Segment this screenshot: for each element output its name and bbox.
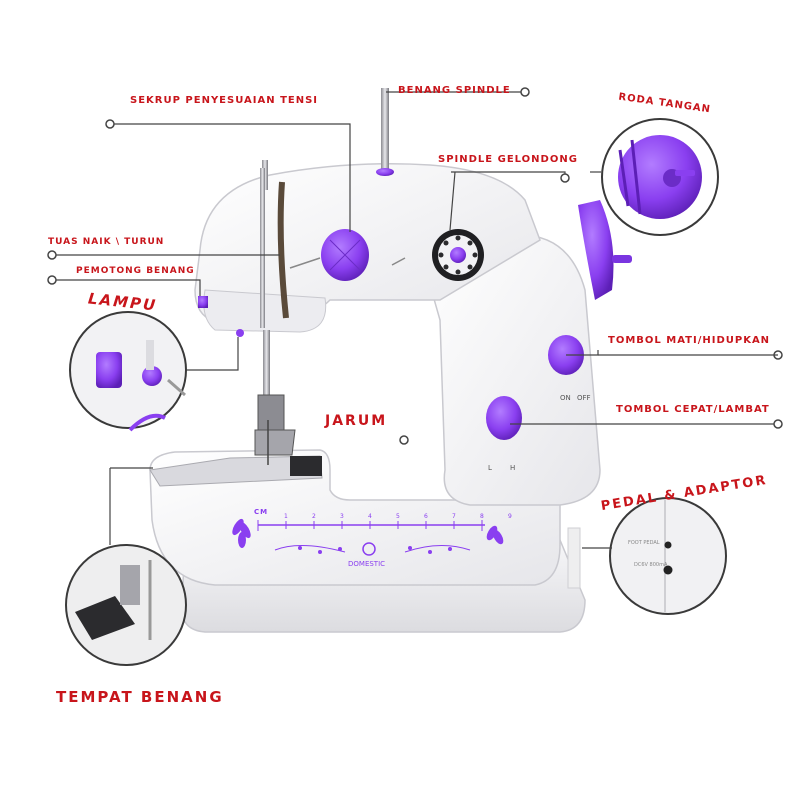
label-spindle-gelondong: SPINDLE GELONDONG — [438, 154, 578, 165]
callout-bobbin-area — [65, 544, 187, 666]
ruler-tick-label: 1 — [284, 513, 288, 520]
ruler-tick-label: 9 — [508, 513, 512, 520]
label-tempat-benang: TEMPAT BENANG — [56, 688, 224, 706]
label-jarum: JARUM — [325, 413, 388, 429]
side-label-dc-input: DC6V 800mA — [634, 562, 668, 568]
label-tombol-mati-hidupkan: TOMBOL MATI/HIDUPKAN — [608, 335, 771, 346]
leader-end-dots — [47, 87, 783, 445]
leader-lines — [52, 91, 778, 549]
label-tombol-cepat-lambat: TOMBOL CEPAT/LAMBAT — [616, 404, 770, 415]
side-label-foot-pedal: FOOT PEDAL — [628, 540, 660, 546]
label-pemotong-benang: PEMOTONG BENANG — [76, 266, 195, 276]
switch-on-label: ON — [560, 394, 571, 402]
measurement-ruler — [232, 518, 504, 556]
ruler-tick-label: 8 — [480, 513, 484, 520]
ruler-tick-label: 7 — [452, 513, 456, 520]
ruler-tick-label: 2 — [312, 513, 316, 520]
callout-lamp — [69, 311, 187, 432]
ruler-unit: CM — [254, 508, 269, 516]
ruler-tick-label: 4 — [368, 513, 372, 520]
ruler-tick-label: 5 — [396, 513, 400, 520]
ruler-tick-label: 6 — [424, 513, 428, 520]
label-tuas-naik-turun: TUAS NAIK \ TURUN — [48, 237, 165, 247]
machine-body — [149, 88, 632, 633]
label-benang-spindle: BENANG SPINDLE — [398, 85, 511, 96]
callout-pedal-adaptor — [609, 497, 727, 615]
callout-hand-wheel — [601, 118, 719, 236]
switch-off-label: OFF — [577, 394, 591, 402]
label-sekrup-penyesuaian-tensi: SEKRUP PENYESUAIAN TENSI — [130, 95, 319, 106]
speed-low-label: L — [488, 464, 492, 472]
speed-high-label: H — [510, 464, 516, 472]
brand-logo-text: DOMESTIC — [348, 560, 386, 568]
ruler-tick-label: 3 — [340, 513, 344, 520]
